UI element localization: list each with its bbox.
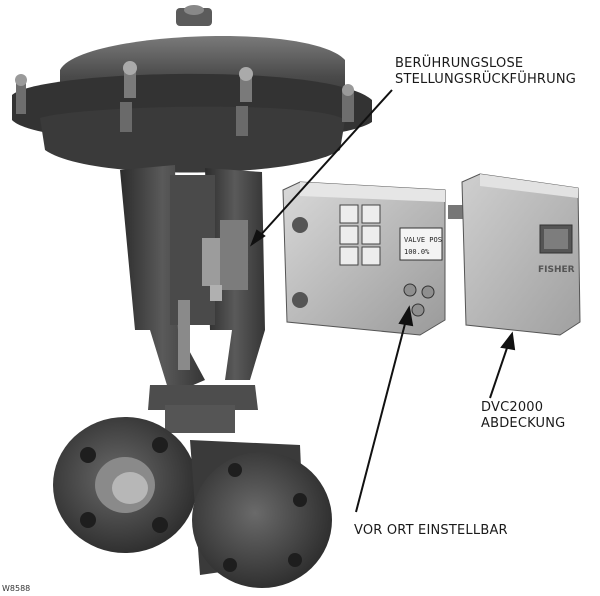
figure-id: W8588 (2, 584, 31, 593)
callout-local-adjust: VOR ORT EINSTELLBAR (354, 523, 508, 539)
leader-lines (249, 89, 516, 513)
arrowhead-nonc (249, 229, 266, 247)
leader-nonc (257, 89, 393, 239)
leader-dvc (489, 344, 509, 399)
callout-line: ABDECKUNG (481, 416, 566, 431)
lcd-line-2: 100.0% (404, 248, 430, 256)
local-adjust-button (403, 283, 417, 297)
local-adjust-button (411, 303, 425, 317)
feedback-array-mount (202, 220, 248, 301)
callout-dvc-cover: DVC2000 ABDECKUNG (481, 400, 565, 432)
lcd-display (399, 227, 443, 261)
leader-vor (355, 319, 407, 513)
arrowhead-dvc (500, 331, 516, 351)
top-fitting-cap (184, 5, 204, 15)
lcd-line-1: VALVE POS (404, 236, 442, 244)
dvc2000-cover: FISHER (448, 173, 581, 336)
lower-diaphragm-case (40, 106, 345, 173)
terminal-block (339, 204, 381, 266)
callout-line: BERÜHRUNGSLOSE (395, 56, 524, 71)
yoke (120, 165, 265, 433)
top-fitting (176, 8, 212, 26)
bonnet (148, 385, 258, 410)
local-adjust-button (421, 285, 435, 299)
outlet-flange (192, 452, 332, 588)
valve-stem (178, 300, 190, 370)
callout-line: STELLUNGSRÜCKFÜHRUNG (395, 72, 577, 87)
arrowhead-vor (398, 305, 414, 327)
valve-body (53, 417, 332, 588)
flange-bolts (15, 61, 354, 136)
callout-non-contact-feedback: BERÜHRUNGSLOSE STELLUNGSRÜCKFÜHRUNG (395, 56, 576, 88)
callout-line: VOR ORT EINSTELLBAR (354, 523, 508, 538)
callout-line: DVC2000 (481, 400, 544, 415)
diaphragm-actuator (12, 5, 372, 173)
cover-brand-text: FISHER (538, 265, 575, 275)
dvc2000-positioner: VALVE POS 100.0% (282, 181, 446, 336)
